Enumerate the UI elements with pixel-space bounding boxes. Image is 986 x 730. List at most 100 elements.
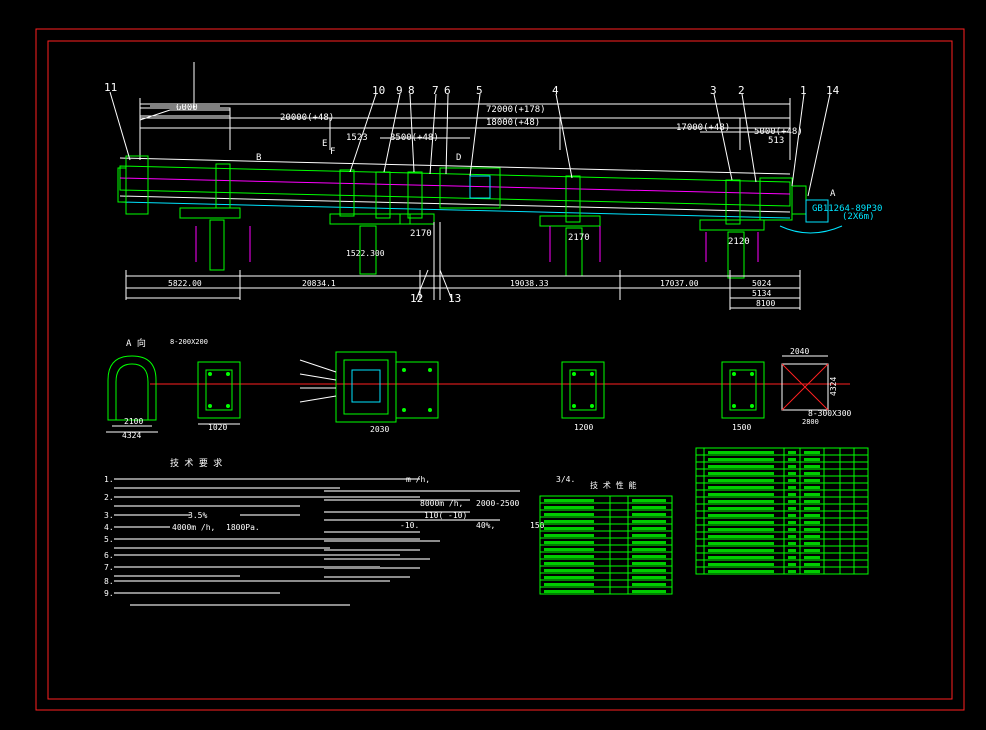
table-cell-text: [804, 472, 820, 475]
a-view-title: A 向: [126, 337, 146, 349]
callout-11: 11: [104, 81, 117, 94]
dim-6000: 6000: [176, 103, 198, 113]
callout-1: 1: [800, 84, 807, 97]
callout-9: 9: [396, 84, 403, 97]
inline-10a: -10): [448, 511, 467, 520]
table-cell-text: [804, 500, 820, 503]
table-cell-text: [708, 521, 774, 524]
table-cell-text: [708, 535, 774, 538]
table-cell-text: [788, 479, 796, 482]
dim-2040: 2040: [790, 347, 809, 356]
table-cell-text: [544, 513, 594, 516]
table-cell-text: [632, 562, 666, 565]
table-cell-text: [804, 465, 820, 468]
dim-4324-a: 4324: [122, 431, 141, 440]
note-8: 8.: [104, 577, 114, 586]
mark-f: F: [330, 147, 335, 157]
table-cell-text: [804, 493, 820, 496]
table-cell-text: [804, 451, 820, 454]
dim-2170-b: 2170: [568, 233, 590, 243]
kiln-elevation: [109, 62, 843, 310]
notes-title: 技 术 要 求: [170, 457, 222, 469]
table-cell-text: [544, 520, 594, 523]
table-cell-text: [708, 458, 774, 461]
table-cell-text: [788, 542, 796, 545]
table-cell-text: [804, 535, 820, 538]
tech-notes: 技 术 要 求 1. 2. 3. 4. 5. 6. 7. 8. 9. m /h,: [104, 457, 575, 606]
note-5: 5.: [104, 535, 114, 544]
note-3: 3.: [104, 511, 114, 520]
dim-513: 513: [768, 136, 784, 146]
inline-3-5: 3.5%: [188, 511, 207, 520]
table-cell-text: [632, 590, 666, 593]
table-cell-text: [804, 507, 820, 510]
table-cell-text: [804, 479, 820, 482]
dim-8100: 8100: [756, 299, 775, 308]
inline-2000: 2000-2500: [476, 499, 520, 508]
dim-1523: 1523: [346, 133, 368, 143]
dim-5822: 5822.00: [168, 279, 202, 288]
table-cell-text: [632, 506, 666, 509]
table-cell-text: [708, 507, 774, 510]
table-cell-text: [708, 528, 774, 531]
dim-2170-a: 2170: [410, 229, 432, 239]
dim-200-label-1: 8-200X200: [170, 338, 208, 346]
note-9: 9.: [104, 589, 114, 598]
table-cell-text: [788, 500, 796, 503]
dim-5024: 5024: [752, 279, 771, 288]
table-cell-text: [632, 513, 666, 516]
table-cell-text: [632, 520, 666, 523]
table-cell-text: [544, 541, 594, 544]
table-cell-text: [632, 576, 666, 579]
table-cell-text: [632, 569, 666, 572]
callout-2: 2: [738, 84, 745, 97]
inline-m-h: m /h,: [406, 475, 430, 484]
inline-3-4: 3/4.: [556, 475, 575, 484]
table-cell-text: [544, 548, 594, 551]
dim-4324-b: 4324: [829, 377, 838, 396]
dim-20000: 20000(+48): [280, 113, 334, 123]
dim-5134: 5134: [752, 289, 771, 298]
table-cell-text: [788, 563, 796, 566]
table-cell-text: [788, 556, 796, 559]
callout-7: 7: [432, 84, 439, 97]
note-2: 2.: [104, 493, 114, 502]
table-cell-text: [788, 549, 796, 552]
ref-size-label: (2X6m): [842, 212, 875, 222]
section-view-3: 1200: [561, 361, 605, 432]
table-cell-text: [788, 535, 796, 538]
table-cell-text: [544, 562, 594, 565]
table-cell-text: [544, 555, 594, 558]
table-cell-text: [788, 451, 796, 454]
inline-10b: -10.: [400, 521, 419, 530]
dim-1020: 1020: [208, 423, 227, 432]
table-cell-text: [788, 570, 796, 573]
table-cell-text: [804, 563, 820, 566]
table-cell-text: [632, 548, 666, 551]
section-view-1: 1020 8-200X200: [170, 338, 241, 432]
dim-2800: 2800: [802, 418, 819, 426]
dim-1522: 1522.300: [346, 249, 385, 258]
table-cell-text: [708, 486, 774, 489]
table-cell-text: [804, 521, 820, 524]
table-cell-text: [804, 549, 820, 552]
section-view-4: 1500: [721, 361, 765, 432]
table-cell-text: [544, 583, 594, 586]
table-cell-text: [804, 458, 820, 461]
table-cell-text: [708, 479, 774, 482]
table-cell-text: [632, 527, 666, 530]
callout-14: 14: [826, 84, 840, 97]
table-cell-text: [544, 590, 594, 593]
table-cell-text: [708, 514, 774, 517]
dim-20834: 20834.1: [302, 279, 336, 288]
dim-2100: 2100: [124, 417, 143, 426]
note-1: 1.: [104, 475, 114, 484]
dim-1200: 1200: [574, 423, 593, 432]
inline-4000: 4000m /h,: [172, 523, 215, 532]
table-cell-text: [632, 541, 666, 544]
mark-d: D: [456, 153, 461, 163]
table-cell-text: [708, 500, 774, 503]
dim-300-label: 8-300X300: [808, 409, 852, 418]
outer-frame: [35, 28, 965, 711]
